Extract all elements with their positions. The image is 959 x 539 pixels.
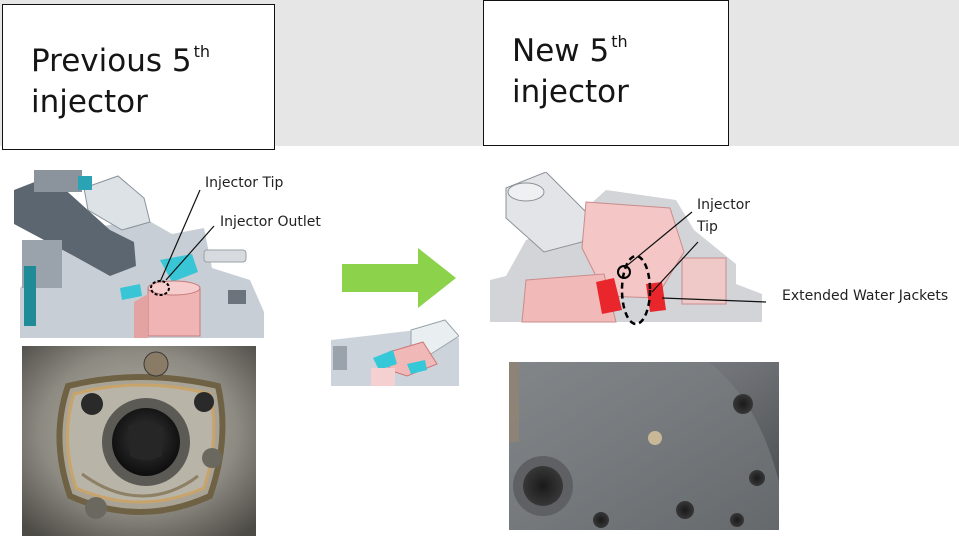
previous-injector-port-photo: [22, 346, 256, 536]
previous-injector-cad-diagram: [14, 170, 266, 338]
new-injector-plate-photo: [509, 362, 779, 530]
green-arrow-icon: [342, 248, 456, 308]
inset-cad-diagram: [327, 318, 459, 386]
previous-injector-tip-label: Injector Tip: [205, 175, 284, 191]
new-title-line2: injector: [512, 74, 629, 110]
new-injector-cad-diagram: [486, 172, 766, 328]
new-injector-tip-label-line1: Injector: [697, 197, 751, 213]
previous-injector-outlet-label: Injector Outlet: [220, 214, 321, 230]
previous-title-line2: injector: [31, 84, 148, 120]
extended-water-jackets-label: Extended Water Jackets: [782, 288, 949, 304]
new-injector-tip-label-line2: Tip: [697, 219, 718, 235]
